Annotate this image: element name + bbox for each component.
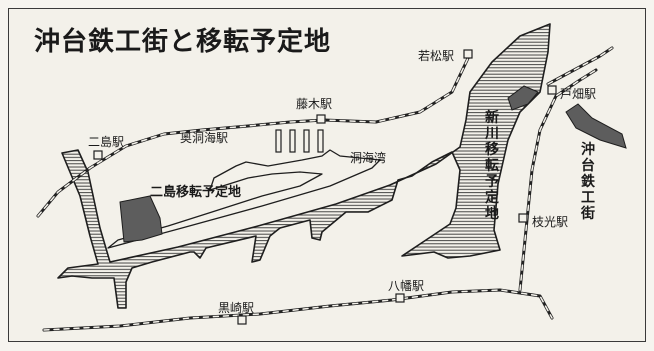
svg-text:定: 定 [485, 189, 499, 206]
svg-text:地: 地 [485, 205, 499, 222]
shinkawa-relocation-site [507, 85, 539, 111]
edamitsu-station-label: 枝光駅 [532, 214, 568, 229]
svg-text:移: 移 [485, 141, 499, 158]
kurosaki-station-label: 黒崎駅 [218, 301, 254, 315]
futajima-relocation-site [119, 195, 163, 243]
railway-lines [36, 46, 614, 332]
wakamatsu-station-label: 若松駅 [418, 49, 454, 63]
island-strip [107, 149, 381, 249]
edamitsu-station-marker [518, 213, 528, 223]
okudokai-station-label: 奥洞海駅 [180, 130, 228, 145]
station-markers [93, 49, 557, 325]
futajima-station-marker [93, 150, 103, 160]
yahata-station-marker [395, 293, 405, 303]
svg-text:鉄: 鉄 [581, 173, 596, 190]
shinkawa-site-label: 新 川 移 転 予 定 地 [484, 109, 499, 222]
dokai-bay-label: 洞海湾 [350, 150, 386, 165]
map-title: 沖台鉄工街と移転予定地 [34, 26, 331, 57]
kurosaki-station-marker [237, 315, 247, 325]
svg-text:川: 川 [484, 126, 499, 142]
futajima-station-label: 二島駅 [88, 134, 124, 149]
okidai-iron-district [565, 103, 627, 149]
okidai-district-label: 沖 台 鉄 工 街 [580, 141, 596, 222]
futajima-site-label: 二島移転予定地 [150, 184, 241, 200]
tobata-station-marker [547, 85, 557, 95]
svg-text:工: 工 [581, 190, 595, 206]
svg-text:転: 転 [485, 157, 499, 174]
yahata-station-label: 八幡駅 [388, 278, 424, 293]
fujinoki-station-marker [316, 114, 326, 124]
north-piers [275, 129, 324, 153]
svg-text:台: 台 [581, 157, 595, 174]
svg-text:沖: 沖 [581, 141, 595, 158]
svg-text:街: 街 [580, 205, 595, 222]
fujinoki-station-label: 藤木駅 [296, 97, 332, 111]
svg-text:予: 予 [485, 174, 499, 190]
wakamatsu-station-marker [463, 49, 473, 59]
dokai-bay-water [57, 23, 551, 309]
svg-text:新: 新 [485, 109, 499, 126]
tobata-station-label: 戸畑駅 [560, 87, 596, 101]
